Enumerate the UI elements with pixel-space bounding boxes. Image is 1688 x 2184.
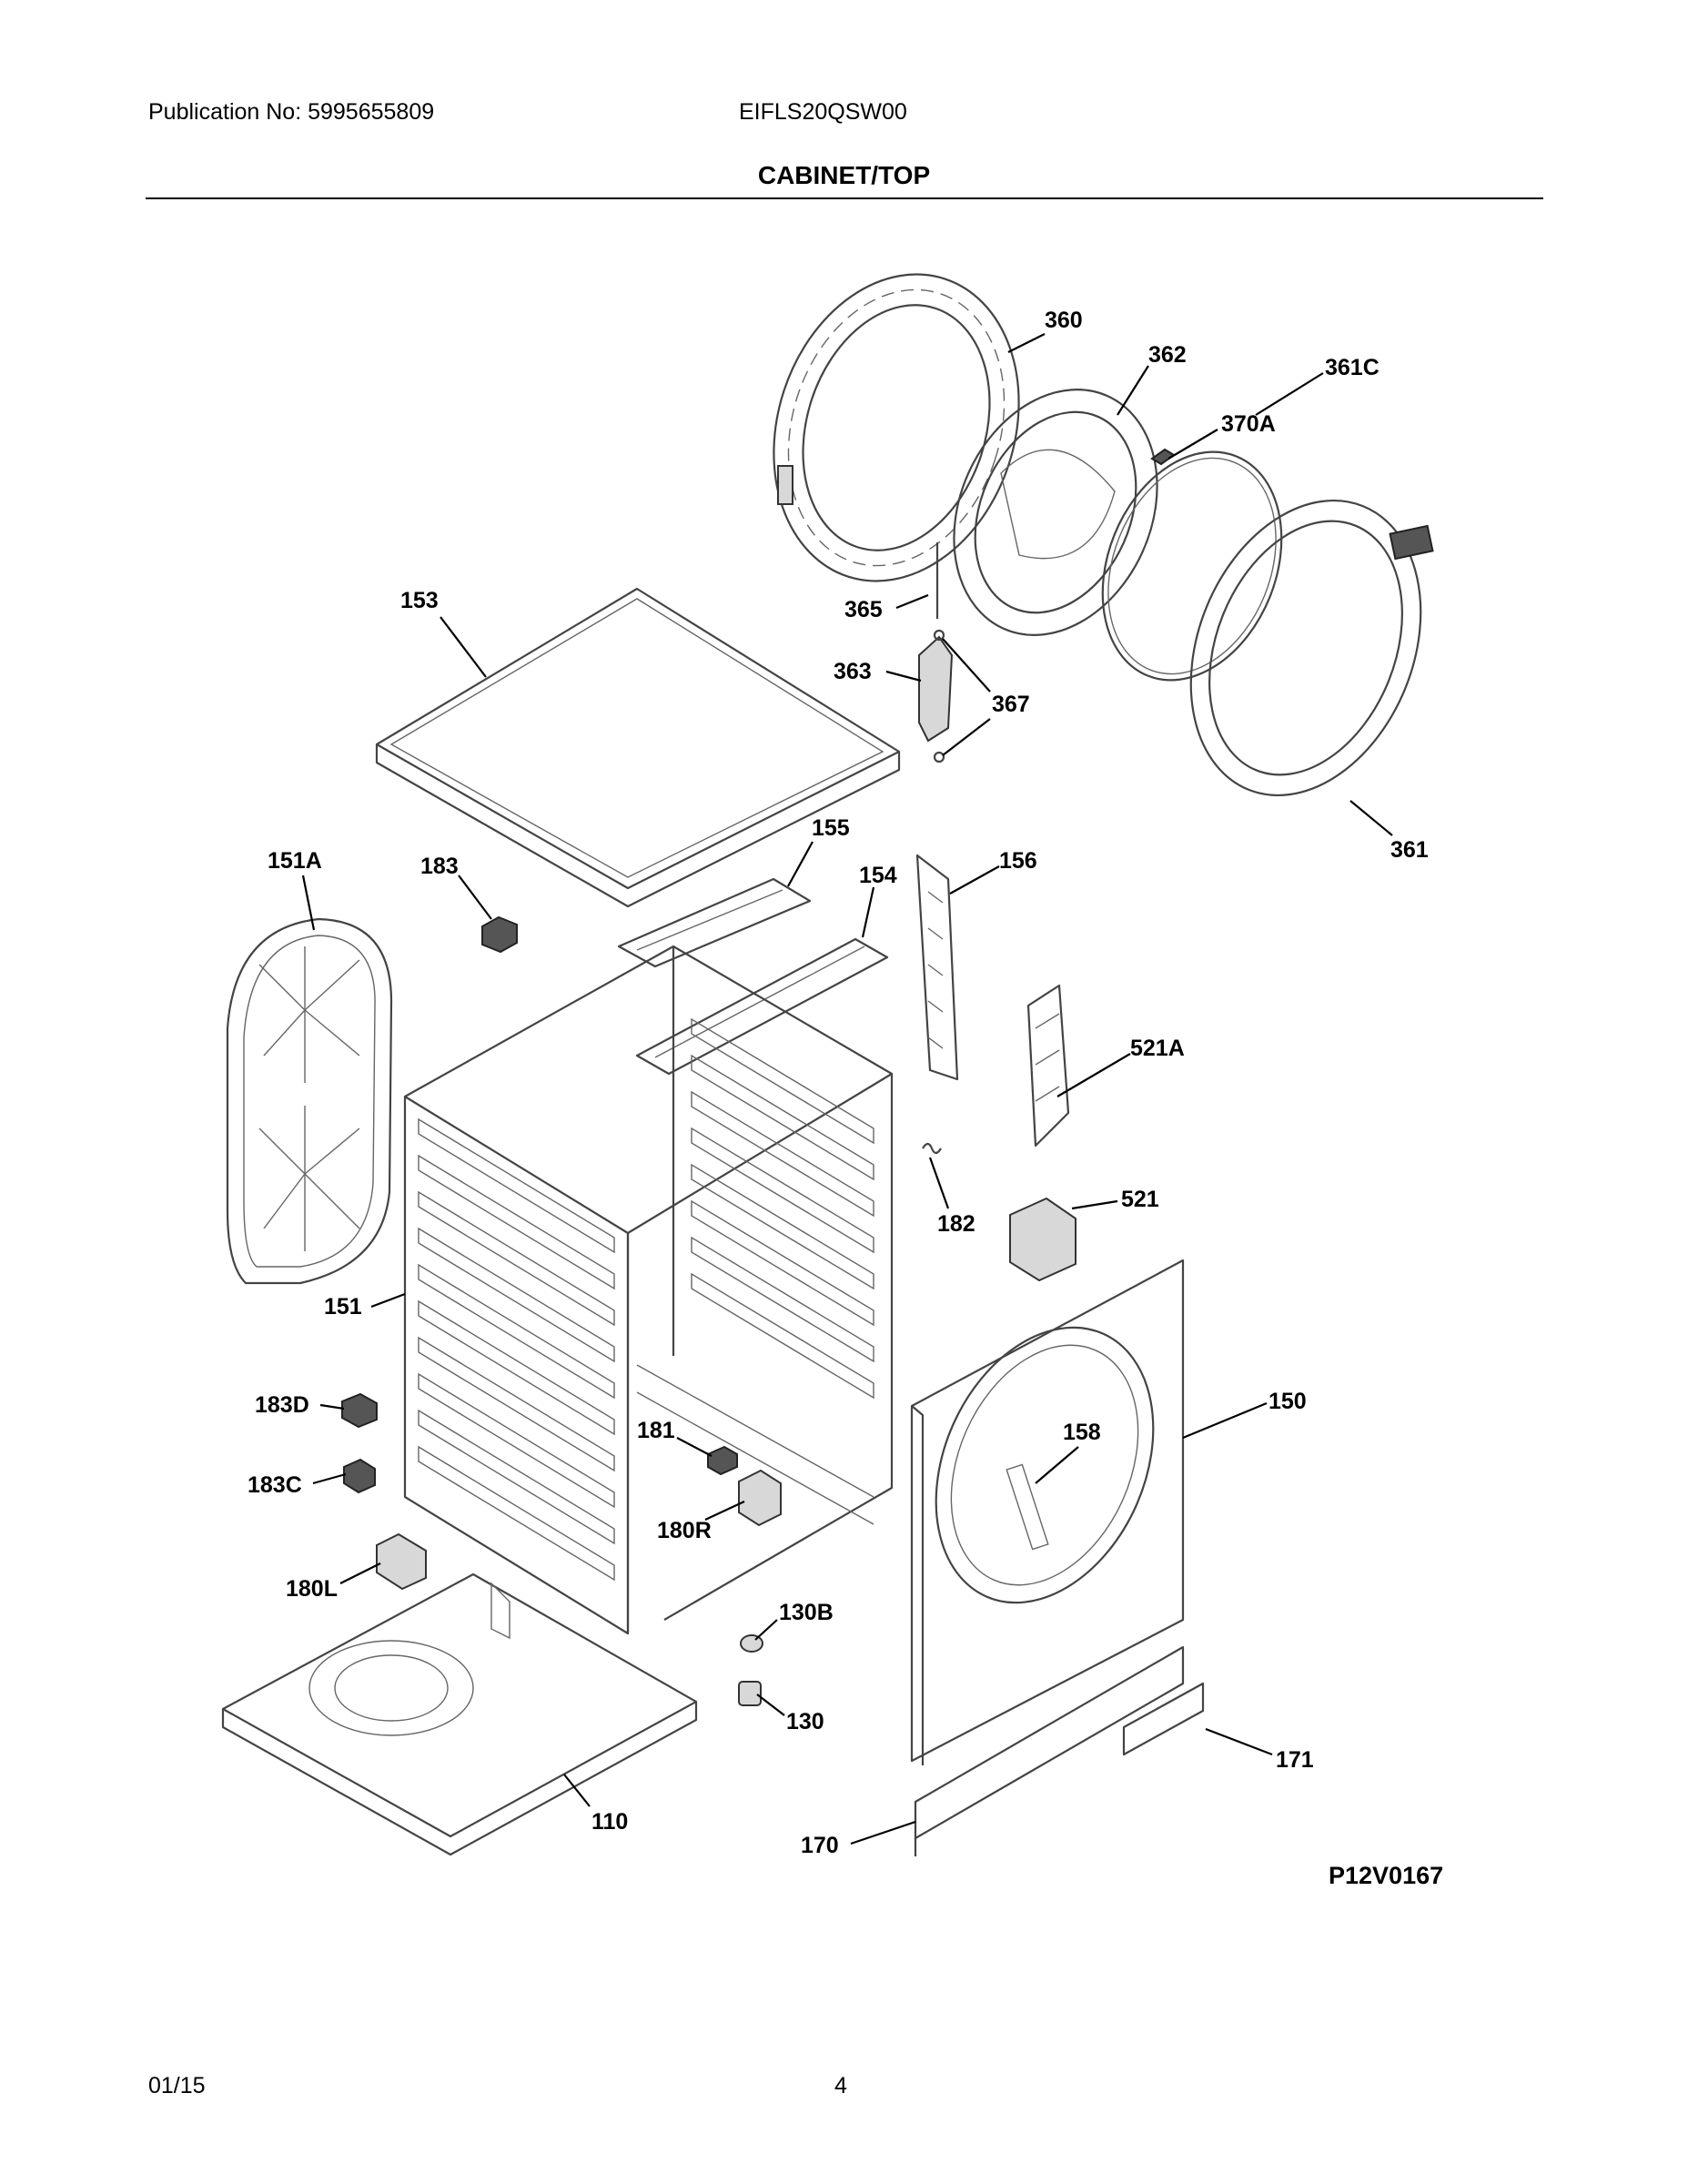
part-521A-bracket	[1026, 984, 1070, 1148]
part-155-top-brace	[617, 877, 812, 968]
callout-181: 181	[637, 1418, 675, 1443]
callout-180R: 180R	[657, 1518, 712, 1543]
callout-362: 362	[1148, 342, 1187, 368]
page-number: 4	[834, 2073, 847, 2098]
callout-370A: 370A	[1221, 411, 1276, 437]
header-rule	[146, 197, 1543, 199]
section-title: CABINET/TOP	[757, 161, 931, 189]
part-151A-back-panel	[226, 917, 393, 1285]
part-361C-seal-ring	[1101, 450, 1283, 682]
part-156-side-rail	[915, 854, 959, 1081]
callout-171: 171	[1276, 1747, 1314, 1773]
part-360-door-ring	[773, 273, 1020, 582]
part-170-kick-panel	[914, 1645, 1185, 1856]
part-521-block	[1009, 1197, 1076, 1282]
callout-183D: 183D	[255, 1392, 309, 1418]
callout-170: 170	[801, 1833, 839, 1858]
part-361-door-outer	[1189, 499, 1434, 797]
part-182-spring	[922, 1142, 942, 1155]
part-367-pins	[933, 629, 945, 763]
part-183-clip	[481, 915, 518, 954]
publication-number: Publication No: 5995655809	[148, 99, 435, 125]
callout-155: 155	[812, 815, 850, 841]
part-110-base	[221, 1572, 698, 1856]
part-181-bracket	[707, 1445, 738, 1476]
callout-130: 130	[786, 1709, 824, 1734]
part-151-cabinet	[403, 945, 894, 1635]
part-180R-bracket	[738, 1469, 782, 1527]
part-363-hinge	[918, 635, 954, 743]
callout-361: 361	[1390, 837, 1429, 863]
callout-182: 182	[937, 1211, 975, 1237]
diagram-reference-code: P12V0167	[1329, 1862, 1443, 1889]
callout-361C: 361C	[1325, 355, 1380, 380]
callout-158: 158	[1063, 1420, 1101, 1445]
callout-367: 367	[992, 692, 1030, 717]
part-154-top-brace	[635, 937, 889, 1076]
callout-183C: 183C	[248, 1472, 302, 1498]
callout-153: 153	[400, 588, 439, 613]
callout-150: 150	[1269, 1389, 1307, 1414]
callout-360: 360	[1045, 308, 1083, 333]
part-183C-clip	[343, 1458, 376, 1494]
callout-130B: 130B	[779, 1600, 834, 1625]
callout-365: 365	[844, 597, 883, 622]
leader-lines	[301, 333, 1393, 1845]
part-130B-cap	[740, 1634, 763, 1653]
callout-labels: 360 362 370A 361C 365 363 367 361 153 15…	[248, 308, 1429, 1858]
callout-154: 154	[859, 863, 897, 888]
footer-date: 01/15	[148, 2073, 206, 2098]
part-362-inner-window	[953, 389, 1158, 636]
part-180L-bracket	[376, 1532, 427, 1591]
callout-156: 156	[999, 848, 1037, 874]
part-130-foot	[738, 1681, 762, 1706]
model-number: EIFLS20QSW00	[739, 99, 907, 125]
callout-363: 363	[834, 659, 872, 684]
part-153-top-panel	[375, 587, 901, 908]
callout-521: 521	[1121, 1187, 1159, 1212]
part-150-front-panel	[910, 1259, 1185, 1765]
callout-521A: 521A	[1130, 1036, 1185, 1061]
part-171-door	[1122, 1682, 1205, 1756]
callout-151A: 151A	[268, 848, 322, 874]
part-183D-clip	[341, 1392, 378, 1429]
callout-110: 110	[591, 1809, 628, 1835]
callout-151: 151	[324, 1294, 362, 1320]
callout-180L: 180L	[286, 1576, 338, 1602]
callout-183: 183	[420, 854, 459, 879]
